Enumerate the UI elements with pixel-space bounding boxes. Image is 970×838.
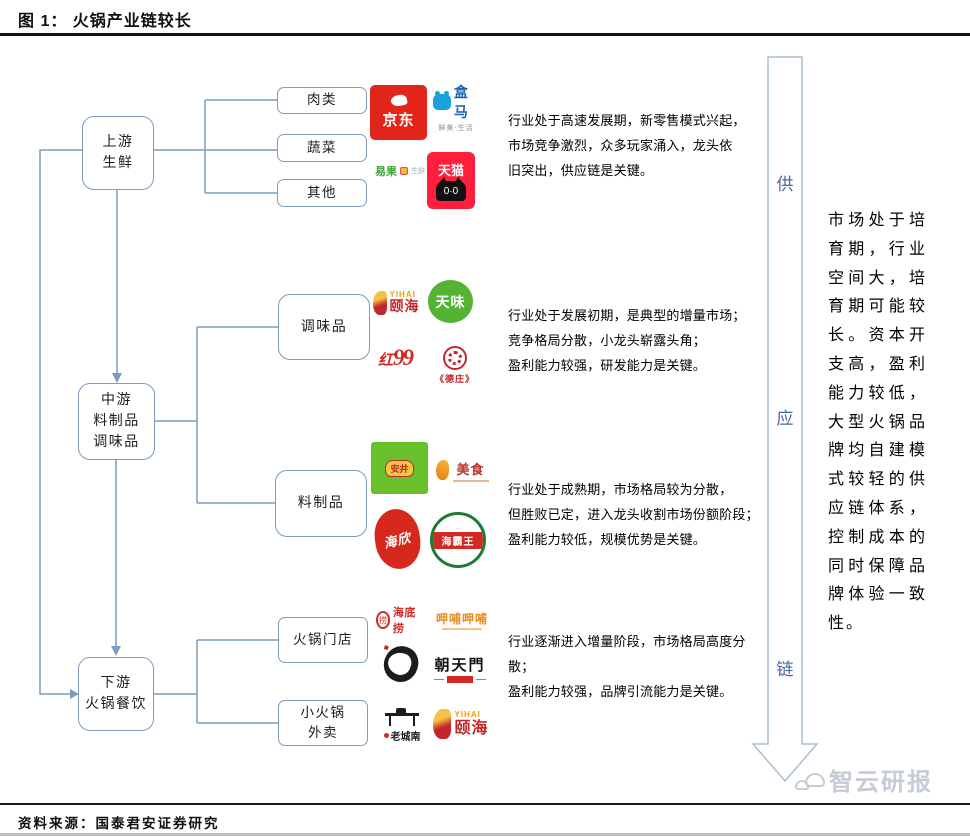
yihai-flame-icon <box>372 291 387 315</box>
chaotianmen-top-text: ····· <box>450 647 470 653</box>
desc-store-industry: 行业逐渐进入增量阶段，市场格局高度分散； 盈利能力较强，品牌引流能力是关键。 <box>508 634 746 699</box>
desc-seasoning-industry: 行业处于发展初期，是典型的增量市场； 竞争格局分散，小龙头崭露头角； 盈利能力较… <box>508 308 746 373</box>
footer-divider <box>0 803 970 805</box>
hema-logo: 盒马 鲜美·生活 <box>433 86 479 132</box>
node-other: 其他 <box>277 179 367 207</box>
bottom-edge-divider <box>0 833 970 836</box>
hema-tagline: 鲜美·生活 <box>438 123 474 132</box>
watermark-text: 智云研报 <box>829 769 933 796</box>
yiguo-logo-text: 易果 <box>375 166 397 178</box>
xiabu-logo: 呷哺呷哺 <box>433 607 491 633</box>
zhiyun-watermark: 智云研报 <box>795 762 933 797</box>
hema-hippo-icon <box>433 90 451 110</box>
chaotianmen-dash-right <box>476 678 486 680</box>
data-source-text: 资料来源：国泰君安证券研究 <box>18 816 220 831</box>
node-mini-hotpot-takeout: 小火锅 外卖 <box>278 700 368 746</box>
arrowhead-midstream-to-downstream <box>111 646 121 656</box>
jd-logo-text: 京东 <box>382 112 415 129</box>
laochengnan-red-dot <box>383 732 389 738</box>
yihai-cn-text-2: 颐海 <box>454 719 489 737</box>
supply-chain-char-1: 供 <box>776 175 794 194</box>
title-divider <box>0 33 970 36</box>
haixin-logo-text: 海欣 <box>382 529 414 551</box>
hong99-cn-text: 红 <box>377 353 393 369</box>
yihai-cn-text: 颐海 <box>389 299 420 315</box>
dezhuang-seal-icon <box>443 345 467 370</box>
desc-fresh-industry: 行业处于高速发展期，新零售模式兴起， 市场竞争激烈，众多玩家涌入，龙头依 旧突出… <box>508 113 746 178</box>
dezhuang-logo: 《德庄》 <box>432 341 478 389</box>
meishi-sub-bar <box>452 479 489 482</box>
ink-circle-icon <box>379 641 423 687</box>
supply-chain-char-3: 链 <box>776 660 794 679</box>
haibawang-logo-text: 海霸王 <box>433 531 483 549</box>
anjing-logo-text: 安井 <box>385 459 414 477</box>
watermark-cloud-icon <box>805 772 825 787</box>
tmall-logo: 天猫 0·0 <box>427 152 475 209</box>
anjing-logo: 安井 <box>371 442 428 494</box>
hong99-logo: 红 99 <box>374 345 416 385</box>
tmall-cat-icon: 0·0 <box>436 177 466 201</box>
node-seasoning: 调味品 <box>278 294 370 360</box>
chaotianmen-logo: ····· 朝天門 <box>428 644 492 686</box>
yiguo-sub-text: 生鲜 <box>411 167 425 175</box>
chaotianmen-red-bar <box>447 675 473 683</box>
jd-dog-icon <box>389 93 408 108</box>
chaotianmen-logo-text: 朝天門 <box>434 657 486 674</box>
supply-chain-char-2: 应 <box>776 409 794 428</box>
node-hotpot-store: 火锅门店 <box>278 617 368 663</box>
xiabu-sub-bar <box>442 628 482 630</box>
laochengnan-logo: 老城南 <box>377 702 427 748</box>
node-midstream: 中游 料制品 调味品 <box>78 383 155 460</box>
arrowhead-upstream-to-midstream <box>112 373 122 383</box>
arrowhead-into-downstream-left <box>70 689 79 699</box>
laochengnan-logo-text: 老城南 <box>390 731 421 743</box>
haibawang-logo: ···· 海霸王 ·· <box>430 512 486 568</box>
yihai-en-text-2: YIHAI <box>454 709 481 719</box>
chaotianmen-dash-left <box>434 678 444 680</box>
haidilao-logo: 捞 海底捞 <box>376 606 424 635</box>
supply-chain-arrow <box>751 56 819 783</box>
node-meat: 肉类 <box>277 87 367 114</box>
yihai-en-text: YIHAI <box>389 289 416 299</box>
node-vegetable: 蔬菜 <box>277 134 367 162</box>
meishi-flame-icon <box>435 460 449 480</box>
yihai-flame-icon-2 <box>433 709 452 739</box>
market-side-note: 市场处于培育期，行业空间大，培育期可能较长。资本开支高，盈利能力较低，大型火锅品… <box>828 212 927 633</box>
node-downstream: 下游 火锅餐饮 <box>78 657 154 731</box>
tianwei-logo: 天味 <box>428 280 473 323</box>
meishi-logo-text: 美食 <box>456 461 485 477</box>
haibawang-bottom-text: ·· <box>456 548 460 554</box>
yiguo-logo: 易果 生鲜 <box>371 162 429 180</box>
yihai-logo-takeout: YIHAI 颐海 <box>430 703 492 745</box>
figure-title: 图 1： 火锅产业链较长 <box>18 13 192 30</box>
haidilao-seal-icon: 捞 <box>376 611 390 629</box>
desc-ingredient-industry: 行业处于成熟期，市场格局较为分散， 但胜败已定，进入龙头收割市场份额阶段； 盈利… <box>508 482 759 547</box>
yihai-logo-seasoning: YIHAI 颐海 <box>371 283 421 323</box>
xiabu-logo-text: 呷哺呷哺 <box>435 612 488 626</box>
dezhuang-logo-text: 《德庄》 <box>434 373 475 384</box>
yiguo-fruit-icon <box>400 167 408 175</box>
hong99-num-text: 99 <box>393 345 414 370</box>
jd-logo: 京东 <box>370 85 427 140</box>
node-upstream-fresh: 上游 生鲜 <box>82 116 154 190</box>
tmall-logo-text: 天猫 <box>437 163 464 178</box>
hema-logo-text: 盒马 <box>453 85 468 121</box>
hotpot-table-icon <box>385 707 419 726</box>
xiaolongkan-ink-logo <box>379 641 423 687</box>
meishi-brand-logo: 美食 <box>431 452 493 488</box>
haibawang-top-text: ···· <box>452 526 464 532</box>
node-ingredient: 料制品 <box>275 470 367 537</box>
haidilao-logo-text: 海底捞 <box>392 607 416 635</box>
